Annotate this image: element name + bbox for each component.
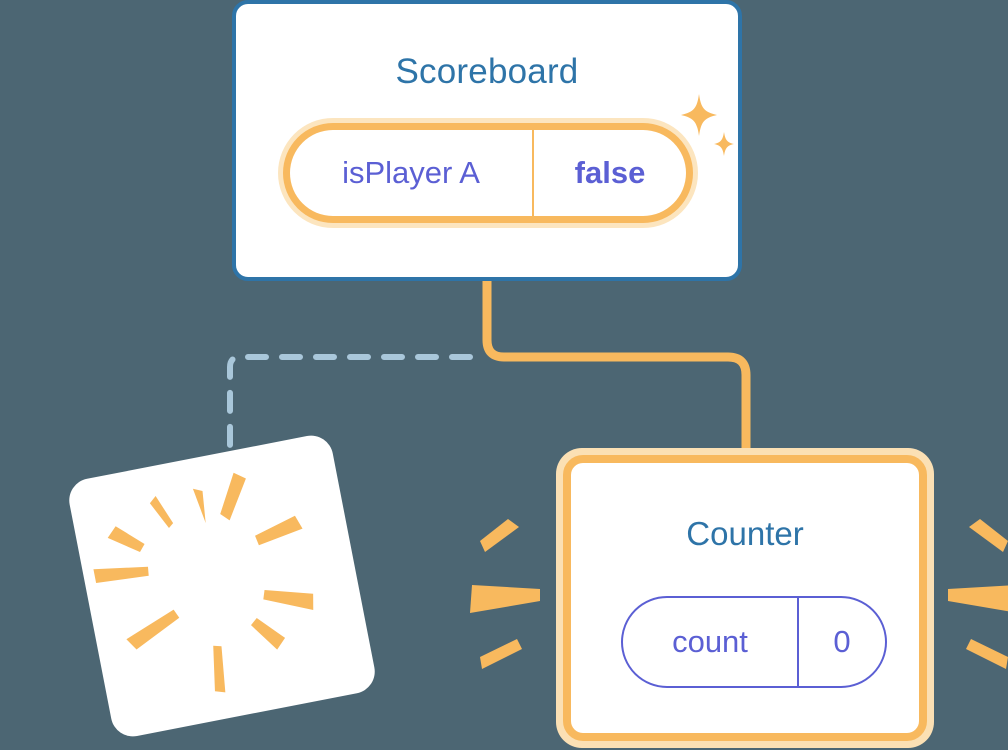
sparkle-group (681, 94, 734, 156)
counter-pill-key: count (672, 624, 748, 659)
scoreboard-title: Scoreboard (395, 52, 579, 91)
burst-rays-right-icon (948, 519, 1008, 669)
pill-divider (532, 130, 534, 216)
blank-card[interactable] (65, 431, 379, 741)
sparkle-large-icon (681, 94, 717, 136)
counter-pill-divider (797, 598, 799, 686)
sparkle-small-icon (714, 132, 734, 156)
counter-title: Counter (686, 515, 804, 552)
counter-state-pill[interactable]: count 0 (621, 596, 887, 688)
pill-body: isPlayer A false (290, 130, 686, 216)
burst-rays-left-icon (470, 519, 540, 669)
scoreboard-state-pill[interactable]: isPlayer A false (278, 118, 698, 228)
connector-scoreboard-to-counter (482, 281, 751, 455)
scoreboard-pill-key: isPlayer A (342, 155, 480, 190)
scoreboard-pill-value: false (574, 155, 646, 190)
counter-card[interactable]: Counter count 0 (556, 448, 934, 748)
counter-pill-value: 0 (833, 624, 851, 659)
counter-card-inner: Counter count 0 (563, 455, 927, 741)
radial-burst-icon (93, 472, 314, 693)
